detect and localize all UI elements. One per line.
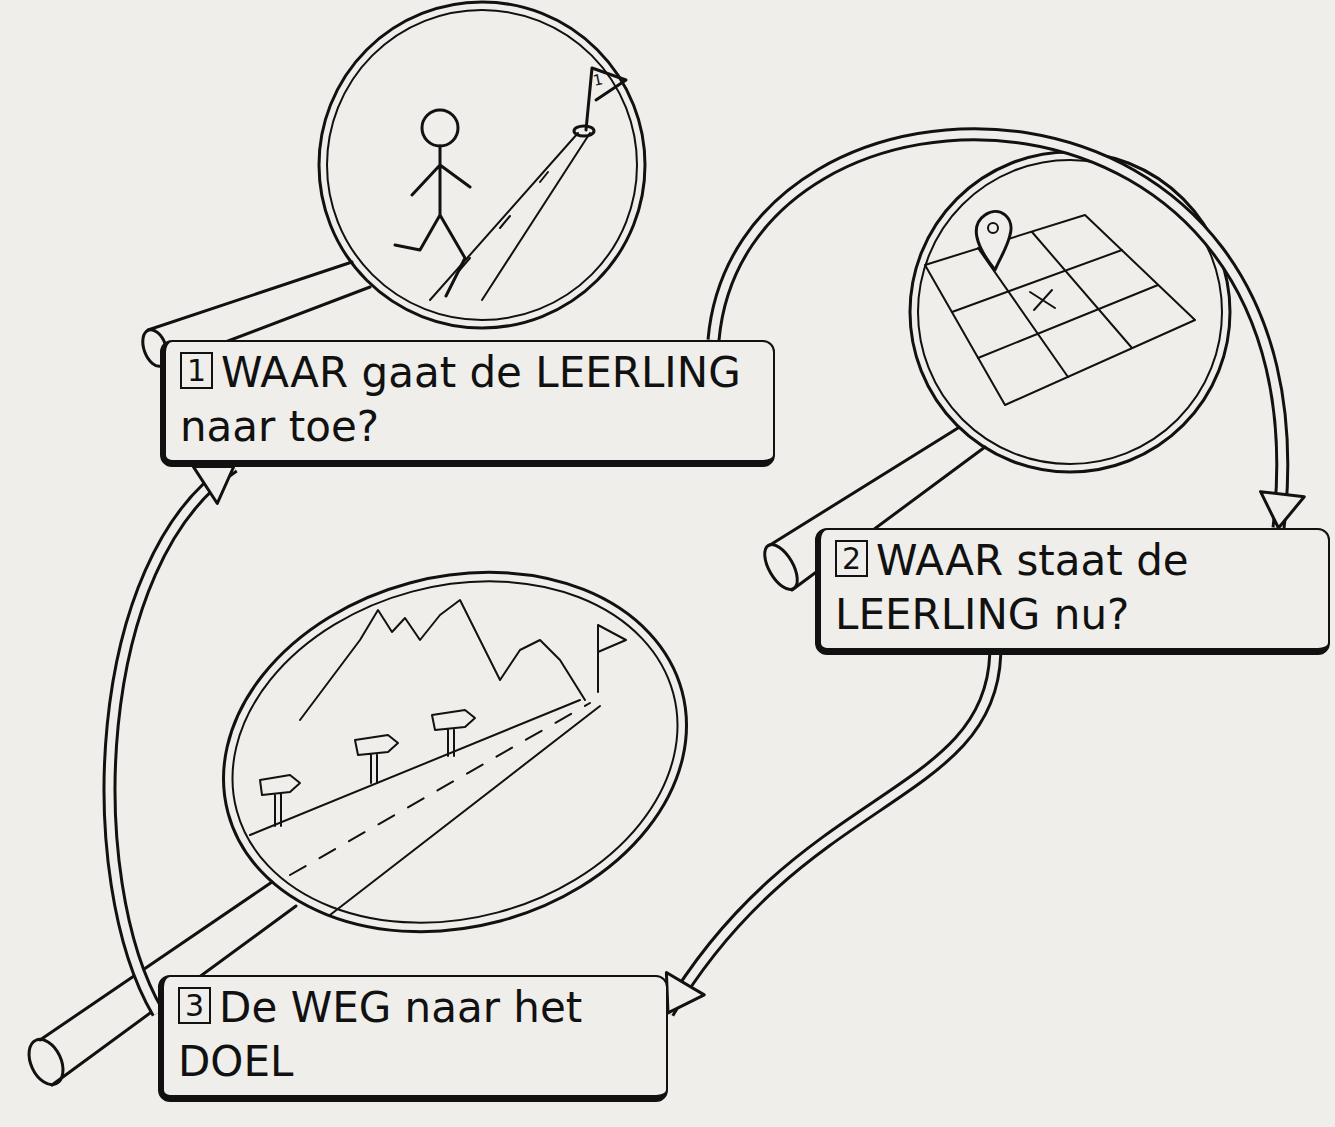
step-question: WAAR staat de LEERLING nu?	[835, 536, 1189, 639]
pin-dot	[988, 223, 998, 233]
step-number: 2	[835, 540, 868, 577]
step-question: De WEG naar het DOEL	[178, 983, 582, 1086]
path-dashes	[458, 172, 548, 272]
cycle-arrow	[110, 467, 234, 1013]
road-edge	[250, 700, 600, 915]
cycle-arrow	[666, 655, 995, 1013]
signpost	[260, 775, 300, 826]
arrow-outline	[714, 134, 1283, 528]
handle-end	[758, 539, 804, 594]
arrow-body	[668, 655, 995, 1013]
step-number: 3	[178, 987, 211, 1024]
magnifier-one	[138, 2, 645, 370]
arrow-body	[110, 467, 234, 1013]
goal-flag	[586, 68, 626, 130]
lens-rim	[910, 152, 1230, 472]
lens-rim	[319, 2, 645, 328]
map-cross	[1030, 290, 1055, 310]
cycle-arrow	[714, 134, 1305, 528]
location-pin	[976, 212, 1011, 270]
handle-line	[148, 262, 352, 330]
label-box: 2WAAR staat de LEERLING nu?	[815, 528, 1330, 655]
arrow-outline	[668, 655, 995, 1013]
mountains	[300, 600, 585, 720]
map-sheet	[925, 215, 1195, 405]
arrow-outline	[110, 467, 234, 1013]
goal-hole	[574, 126, 594, 136]
path-lines	[430, 133, 590, 300]
arrow-head	[666, 972, 704, 1012]
stick-figure	[395, 146, 470, 296]
label-box: 3De WEG naar het DOEL	[158, 975, 668, 1102]
arrow-body	[714, 134, 1283, 528]
signpost	[355, 735, 398, 783]
goal-flag	[598, 625, 626, 692]
lens-rim	[194, 533, 717, 971]
arrow-head	[1261, 492, 1305, 528]
step-question: WAAR gaat de LEERLING naar toe?	[180, 348, 741, 451]
figure-head	[422, 110, 458, 146]
lens-rim	[183, 522, 728, 982]
road-centre	[290, 703, 590, 875]
label-box: 1WAAR gaat de LEERLING naar toe?	[160, 340, 775, 467]
step-number: 1	[180, 352, 213, 389]
signpost	[432, 710, 475, 756]
handle-end	[22, 1034, 69, 1090]
arrow-head	[193, 467, 233, 504]
lens-rim	[327, 10, 637, 320]
